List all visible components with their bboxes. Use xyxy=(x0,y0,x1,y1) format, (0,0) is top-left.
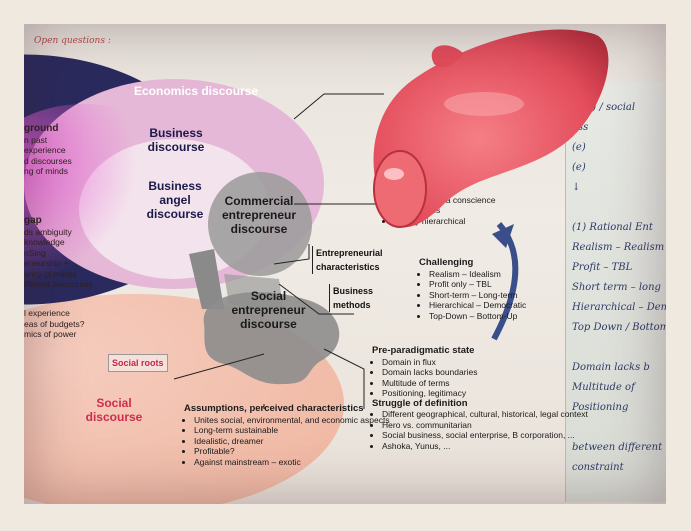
notebook-line: between different xyxy=(572,442,663,453)
notebook-line: (1) Rational Ent xyxy=(572,222,653,233)
social-discourse-label: Social discourse xyxy=(85,396,143,424)
notebook-line: Hierarchical – Dem xyxy=(572,302,666,313)
notebook-line: Top Down / Bottom xyxy=(572,322,666,333)
entrepreneurial-characteristics-box: Entrepreneurial characteristics xyxy=(312,246,396,274)
cycle-arrow-head xyxy=(492,224,514,248)
notebook-line: Profit – TBL xyxy=(572,262,633,273)
notebook-line: Positioning xyxy=(572,402,629,413)
notebook-line: Domain lacks b xyxy=(572,362,650,373)
commercial-entrepreneur-circle xyxy=(208,172,312,276)
notebook-line: Realism – Realism xyxy=(572,242,665,253)
notebook-line: constraint xyxy=(572,462,624,473)
challenging-block: Challenging Realism – Idealism Profit on… xyxy=(419,257,526,321)
notebook-line: (e) xyxy=(572,142,586,153)
business-methods-box: Business methods xyxy=(329,284,381,312)
printed-page: Open questions : C (c) / socialass(e)(e)… xyxy=(24,24,666,504)
connector-shape xyxy=(189,249,224,309)
business-angel-discourse-label: Business angel discourse xyxy=(146,179,204,221)
corner-scribble: Open questions : xyxy=(34,36,111,46)
pig-ear xyxy=(431,45,464,68)
assumptions-block: Assumptions, perceived characteristics U… xyxy=(184,403,390,467)
piggy-bank xyxy=(373,29,609,228)
handwritten-notebook: C (c) / socialass(e)(e)↓(1) Rational Ent… xyxy=(565,82,666,502)
notebook-line: C (c) / social xyxy=(572,102,636,113)
pre-paradigmatic-block: Pre-paradigmatic state Domain in flux Do… xyxy=(372,345,588,451)
notebook-line: ↓ xyxy=(572,182,581,193)
notebook-line: (e) xyxy=(572,162,586,173)
commercial-entrepreneur-label: Commercial entrepreneur discourse xyxy=(221,194,297,236)
notebook-line: Short term – long xyxy=(572,282,661,293)
discourse-diagram xyxy=(24,54,519,504)
left-block-background: ground n past experience d discourses ng… xyxy=(24,123,72,176)
social-roots-box: Social roots xyxy=(108,354,168,372)
economics-discourse-label: Economics discourse xyxy=(134,84,259,98)
notebook-line: Multitude of xyxy=(572,382,635,393)
left-block-power: l experience eas of budgets? mics of pow… xyxy=(24,308,85,339)
left-block-gap: gap ds ambiguity knowledge nSing eneursh… xyxy=(24,215,93,289)
social-entrepreneur-label: Social entrepreneur discourse xyxy=(231,289,306,331)
pig-snout xyxy=(373,150,427,228)
business-discourse-label: Business discourse xyxy=(147,126,205,154)
